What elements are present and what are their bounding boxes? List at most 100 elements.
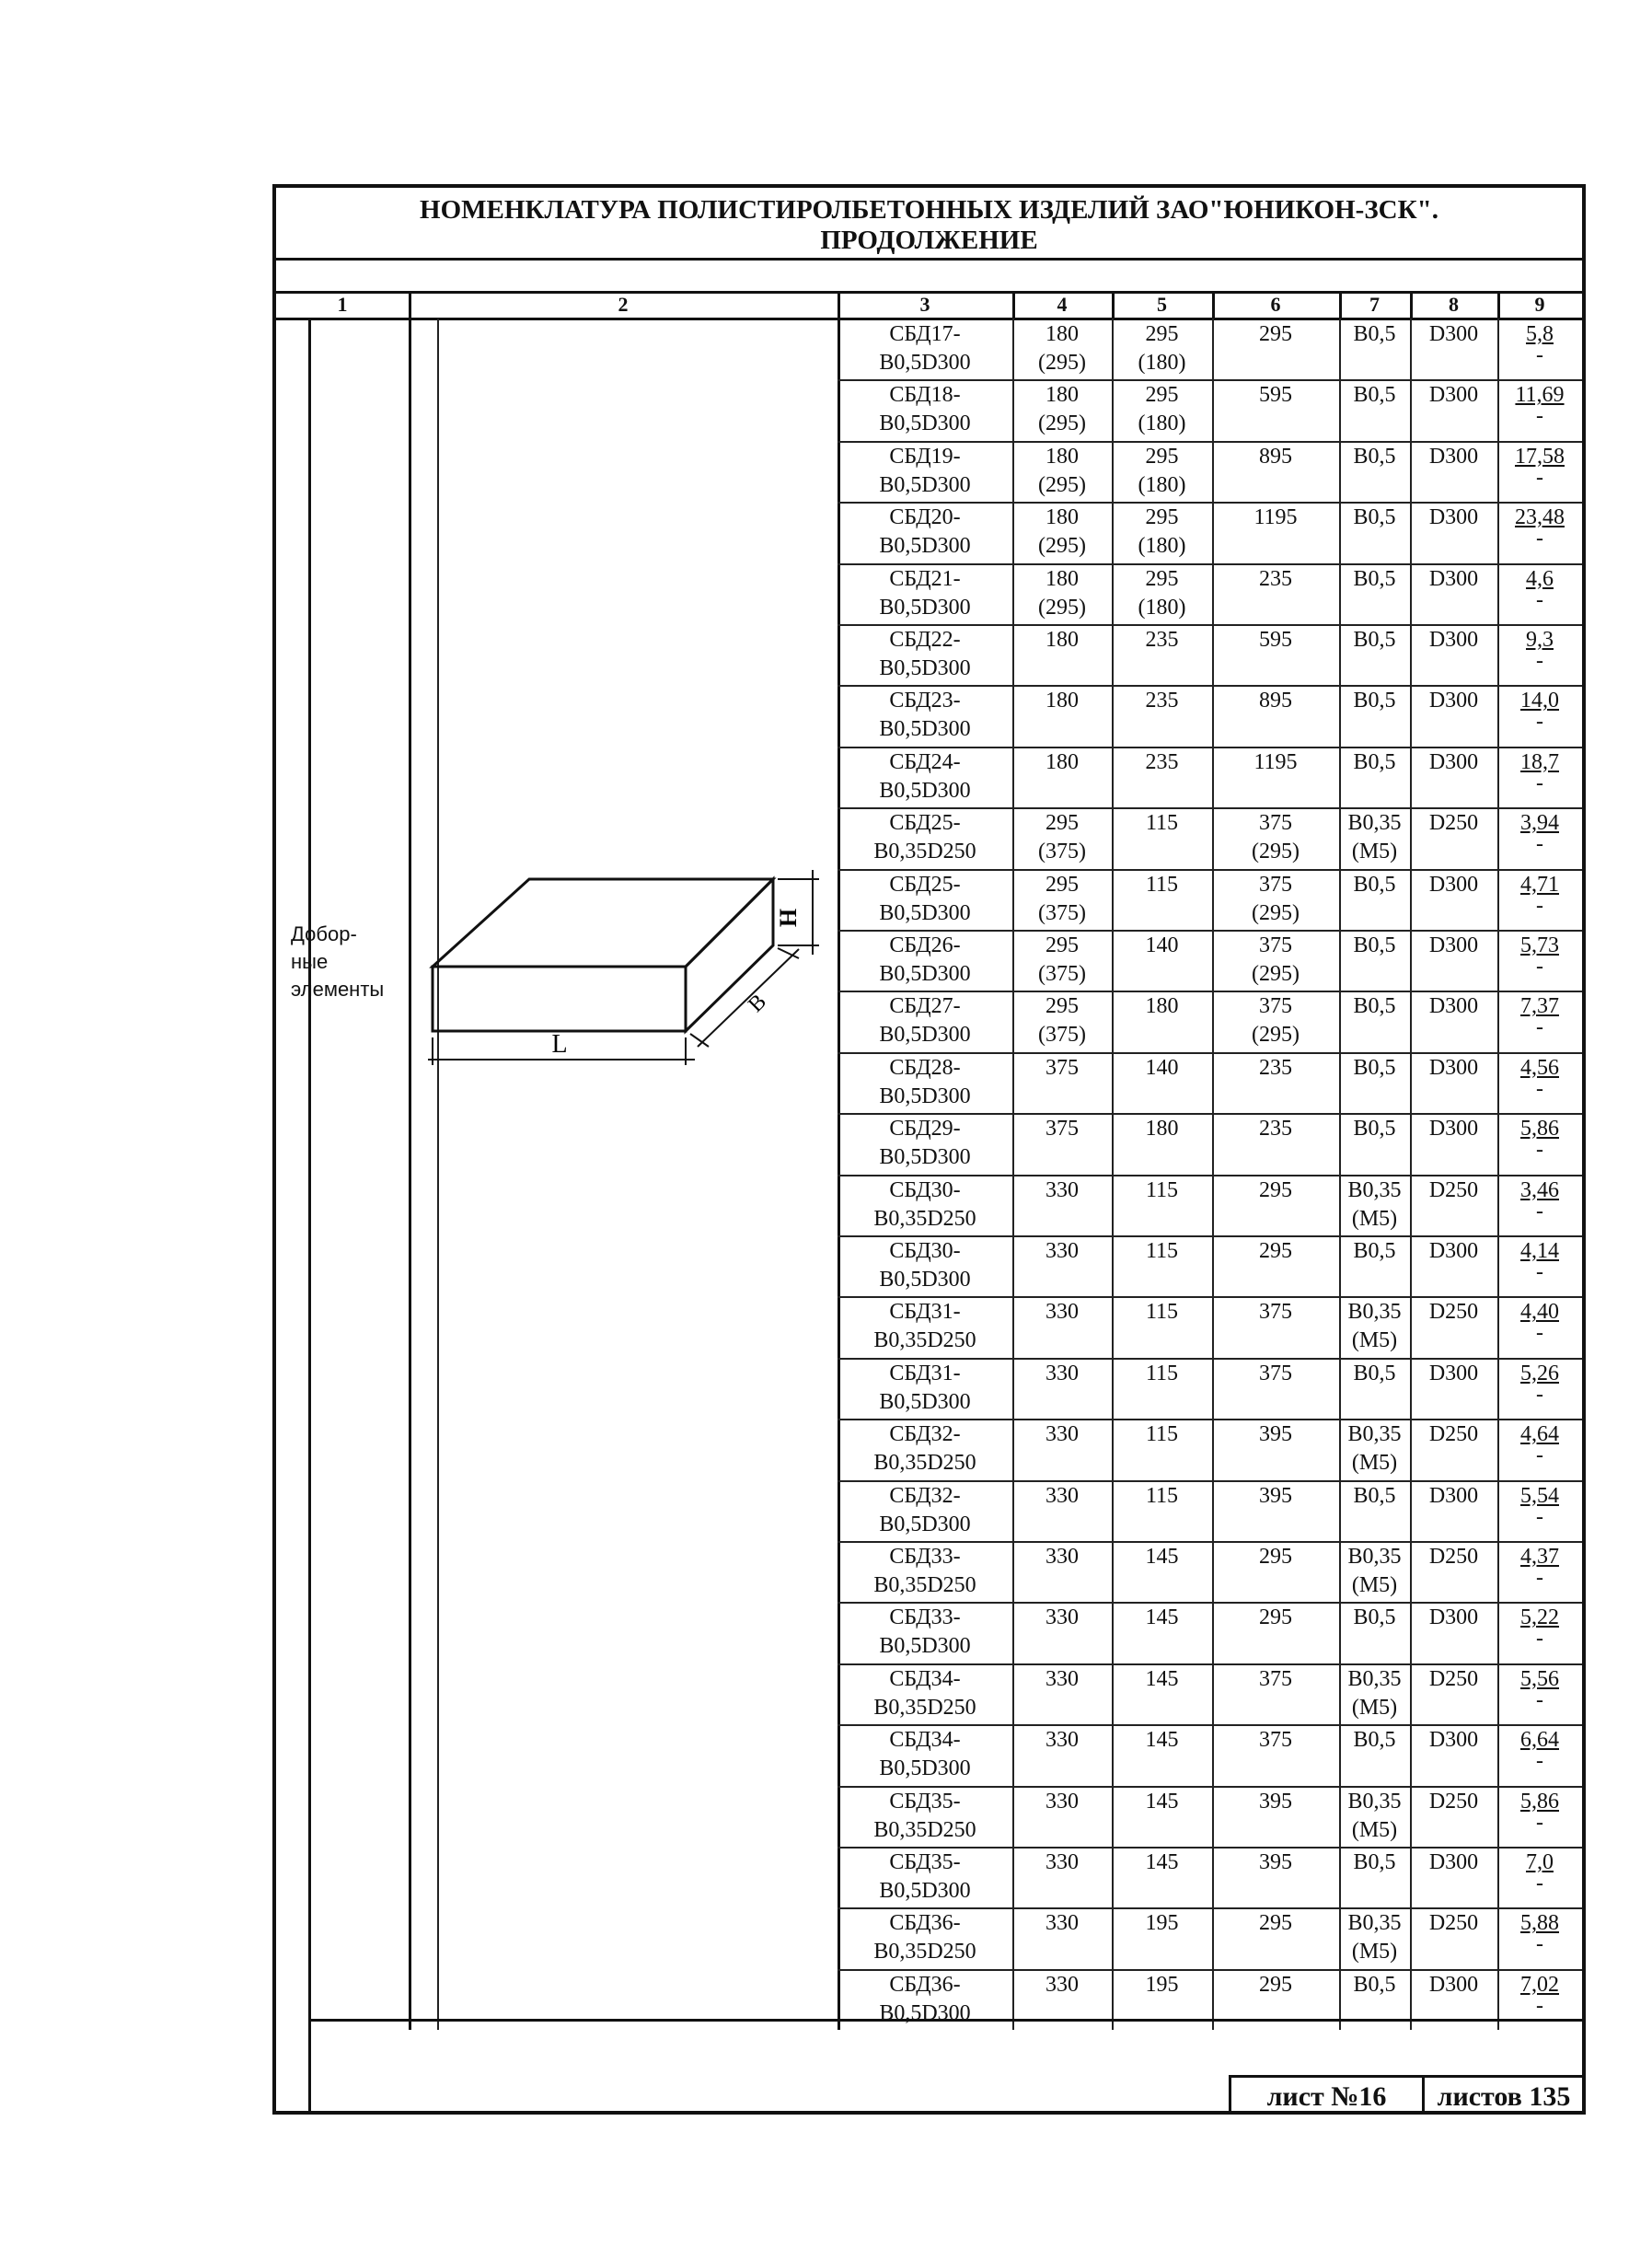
cell-col-9: 17,58-: [1497, 443, 1582, 504]
column-header-3: 3: [919, 293, 930, 316]
cell-col-4: 330: [1045, 1850, 1079, 1874]
weight-dash: -: [1536, 1076, 1543, 1101]
weight-value: 4,6: [1526, 566, 1554, 591]
weight-dash: -: [1536, 404, 1543, 429]
stamp-left-border: [308, 2019, 311, 2111]
product-mark: СБД33-B0,5D300: [879, 1605, 971, 1659]
cell-col-9: 4,71-: [1497, 871, 1582, 932]
cell-col-4: 295(375): [1038, 872, 1086, 925]
length-label: L: [551, 1030, 567, 1059]
cell-col-9: 5,22-: [1497, 1604, 1582, 1664]
cell-col-4: 330: [1045, 1361, 1079, 1385]
weight-dash: -: [1536, 1199, 1543, 1223]
weight-dash: -: [1536, 1749, 1543, 1774]
document-title: НОМЕНКЛАТУРА ПОЛИСТИРОЛБЕТОННЫХ ИЗДЕЛИЙ …: [272, 184, 1586, 258]
row-divider: [838, 746, 1582, 748]
row-divider: [838, 1174, 1582, 1176]
cell-col-9: 7,02-: [1497, 1971, 1582, 2032]
header-col-divider: [1339, 291, 1342, 319]
cell-col-4: 180: [1045, 749, 1079, 774]
cell-col-8: D300: [1428, 1055, 1479, 1080]
product-mark: СБД30-B0,35D250: [873, 1177, 976, 1231]
cell-col-6: 295: [1259, 1605, 1292, 1630]
product-mark: СБД32-B0,35D250: [873, 1422, 976, 1476]
cell-col-9: 7,0-: [1497, 1849, 1582, 1909]
row-divider: [838, 1541, 1582, 1543]
column-header-2: 2: [618, 293, 629, 316]
cell-col-6: 1195: [1253, 749, 1298, 774]
cell-col-4: 375: [1045, 1117, 1079, 1142]
cell-col-9: 5,54-: [1497, 1482, 1582, 1543]
cell-col-6: 395: [1259, 1422, 1292, 1447]
cell-col-4: 330: [1045, 1422, 1079, 1447]
cell-col-9: 6,64-: [1497, 1726, 1582, 1787]
cell-col-9: 14,0-: [1497, 687, 1582, 748]
cell-col-9: 23,48-: [1497, 504, 1582, 564]
cell-col-8: D250: [1428, 1545, 1479, 1569]
cell-col-4: 330: [1045, 1483, 1079, 1508]
product-mark: СБД27-B0,5D300: [879, 994, 971, 1048]
header-col-divider: [409, 291, 411, 319]
cell-col-6: 295: [1259, 1239, 1292, 1263]
product-mark: СБД36-B0,35D250: [873, 1911, 976, 1964]
column-header-4: 4: [1057, 293, 1068, 316]
weight-value: 23,48: [1515, 505, 1565, 530]
cell-col-9: 5,86-: [1497, 1115, 1582, 1176]
weight-value: 4,56: [1520, 1055, 1559, 1080]
weight-value: 11,69: [1515, 383, 1565, 408]
weight-dash: -: [1536, 710, 1543, 735]
row-divider: [838, 624, 1582, 626]
cell-col-5: 115: [1145, 1422, 1179, 1447]
row-divider: [838, 1235, 1582, 1237]
cell-col-7: B0,5: [1353, 994, 1396, 1019]
weight-value: 5,26: [1520, 1361, 1559, 1385]
weight-value: 4,37: [1520, 1545, 1559, 1569]
cell-col-9: 4,40-: [1497, 1298, 1582, 1359]
cell-col-8: D250: [1428, 1177, 1479, 1202]
cell-col-4: 330: [1045, 1972, 1079, 1997]
sheet-number: лист №16: [1229, 2075, 1425, 2114]
cell-col-9: 5,8-: [1497, 320, 1582, 381]
weight-value: 3,94: [1520, 811, 1559, 836]
cell-col-5: 115: [1145, 811, 1179, 836]
header-col-divider: [838, 291, 840, 319]
cell-col-7: B0,5: [1353, 933, 1396, 957]
column-header-9: 9: [1534, 293, 1545, 316]
cell-col-7: B0,35(M5): [1347, 1911, 1402, 1964]
block-drawing: L B H: [428, 870, 819, 1065]
cell-col-7: B0,35(M5): [1347, 1789, 1402, 1842]
block-top-face: [429, 877, 777, 968]
cell-col-7: B0,5: [1353, 1239, 1396, 1263]
cell-col-7: B0,5: [1353, 1055, 1396, 1080]
cell-col-6: 235: [1259, 566, 1292, 591]
cell-col-9: 3,46-: [1497, 1176, 1582, 1237]
cell-col-4: 295(375): [1038, 811, 1086, 864]
row-divider: [838, 1479, 1582, 1482]
cell-col-4: 330: [1045, 1666, 1079, 1691]
cell-col-4: 295(375): [1038, 933, 1086, 986]
cell-col-6: 375: [1259, 1361, 1292, 1385]
cell-col-8: D300: [1428, 1850, 1479, 1874]
cell-col-5: 295(180): [1138, 383, 1186, 436]
product-mark: СБД22-B0,5D300: [879, 628, 971, 680]
product-mark: СБД35-B0,35D250: [873, 1789, 976, 1842]
cell-col-6: 235: [1259, 1117, 1292, 1142]
cell-col-6: 375(295): [1252, 811, 1300, 864]
cell-col-7: B0,35(M5): [1347, 811, 1402, 864]
product-mark: СБД28-B0,5D300: [879, 1055, 971, 1108]
cell-col-4: 330: [1045, 1605, 1079, 1630]
weight-value: 6,64: [1520, 1728, 1559, 1753]
cell-col-5: 145: [1145, 1789, 1179, 1814]
header-col-divider: [1410, 291, 1413, 319]
cell-col-8: D300: [1428, 1239, 1479, 1263]
cell-col-4: 330: [1045, 1300, 1079, 1325]
cell-col-9: 4,6-: [1497, 565, 1582, 626]
row-divider: [838, 1847, 1582, 1849]
weight-value: 5,22: [1520, 1605, 1559, 1630]
row-divider: [838, 1968, 1582, 1971]
inner-column-divider: [437, 319, 439, 2031]
cell-col-7: B0,35(M5): [1347, 1666, 1402, 1720]
cell-col-6: 895: [1259, 444, 1292, 469]
weight-value: 7,0: [1526, 1850, 1554, 1874]
header-top-line: [276, 291, 1582, 294]
